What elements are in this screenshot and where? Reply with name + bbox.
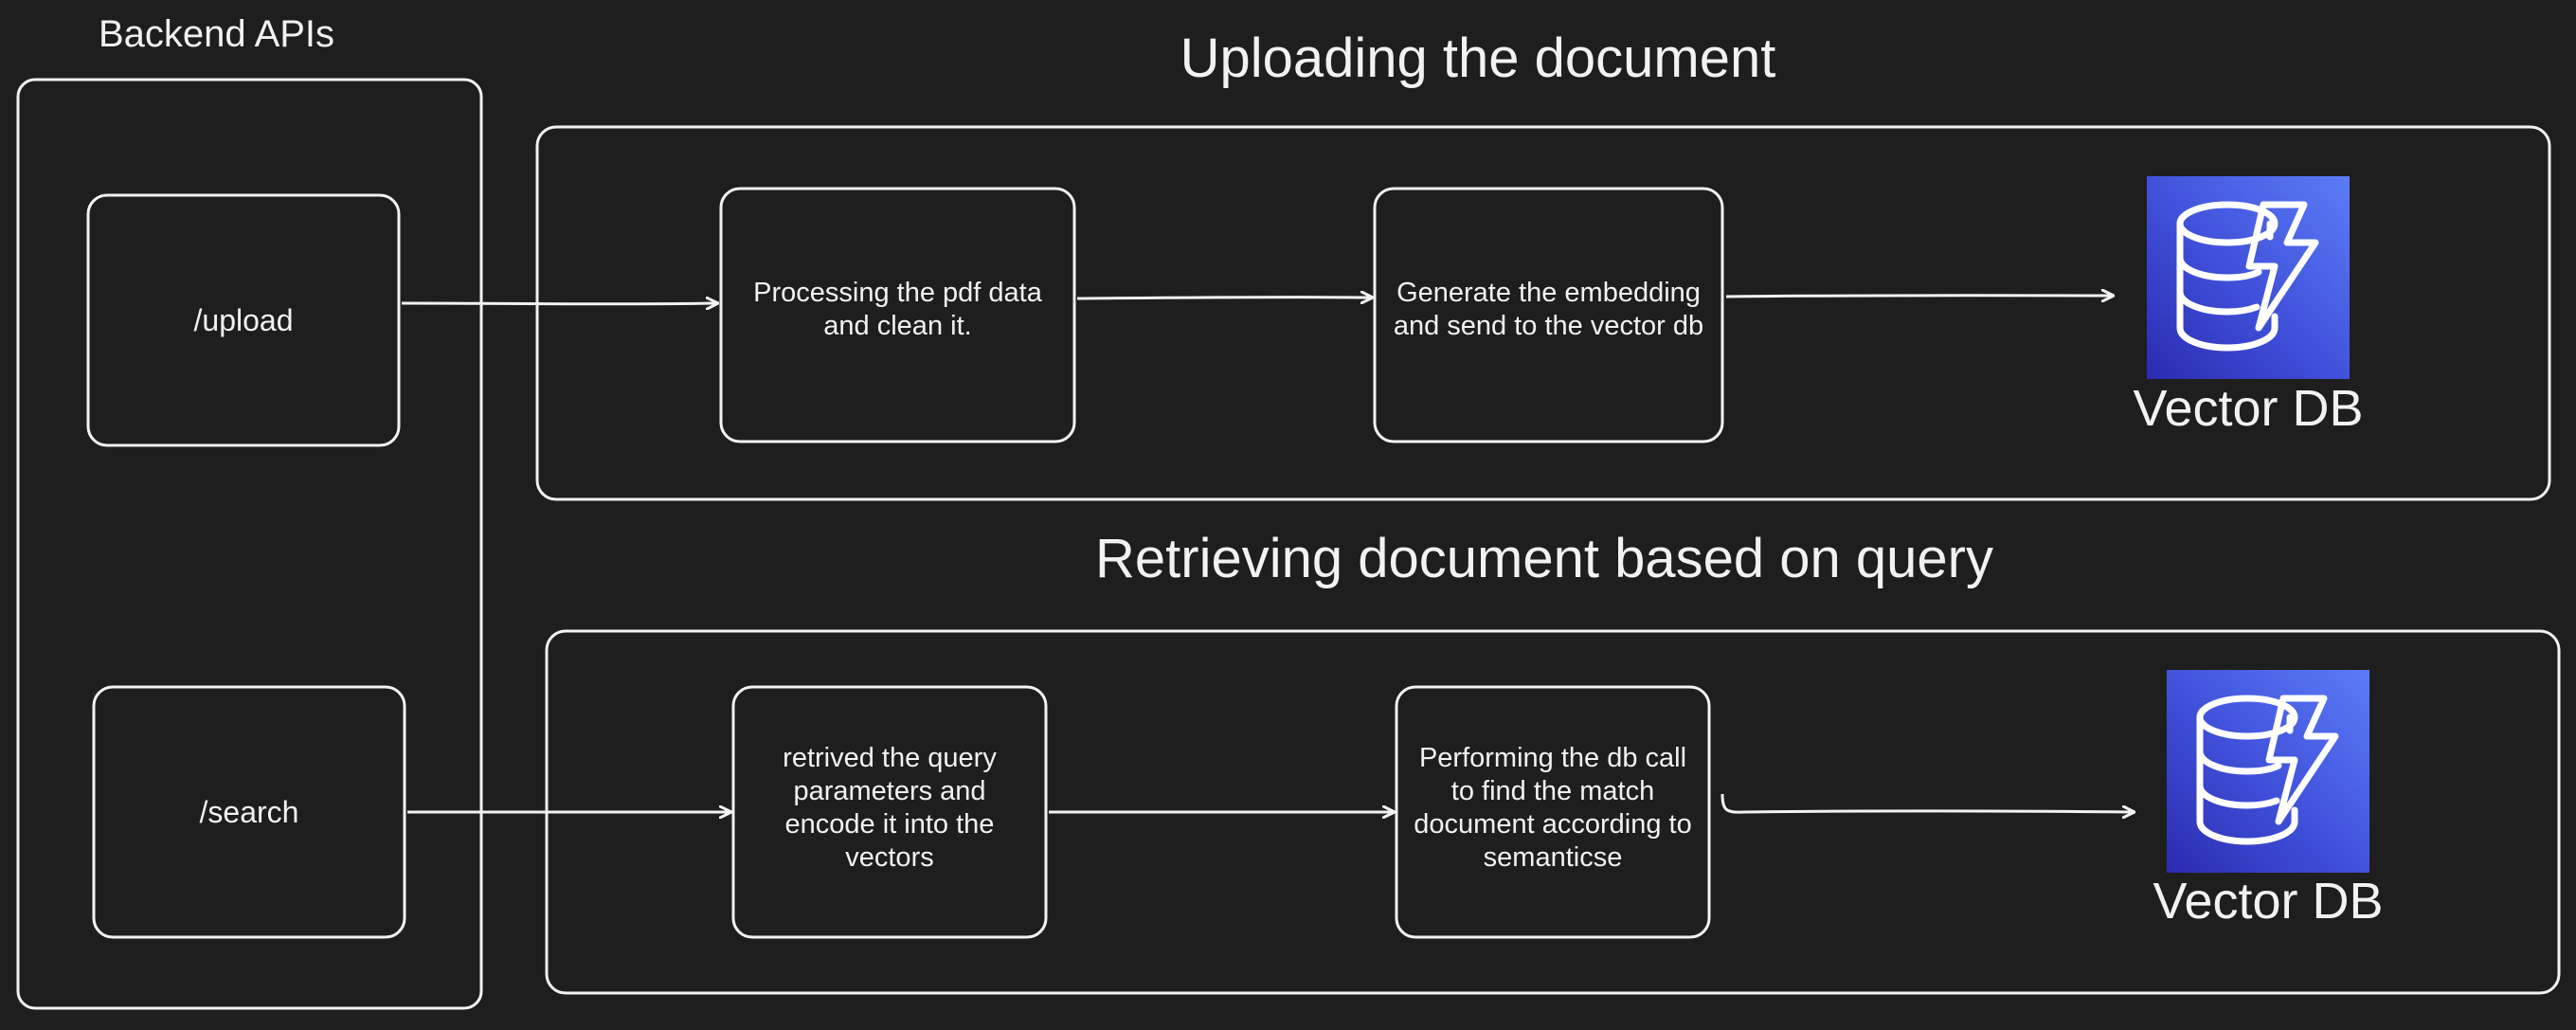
- search-endpoint-box: [92, 685, 406, 939]
- backend-apis-container: [16, 78, 483, 1010]
- search-endpoint-label: /search: [199, 794, 299, 829]
- arrow-upload-step2-to-db: [1725, 296, 2113, 297]
- upload-endpoint-label: /upload: [193, 302, 294, 337]
- upload-vector-db-label: Vector DB: [2133, 380, 2364, 437]
- upload-step-1-box: [719, 187, 1076, 443]
- retrieve-step-1-box: [731, 685, 1048, 939]
- retrieve-flow-title: Retrieving document based on query: [1095, 528, 1993, 589]
- retrieve-vector-db-label: Vector DB: [2153, 873, 2384, 930]
- upload-flow-container: [535, 125, 2551, 501]
- arrow-retrieve-step1-to-step2: [1048, 811, 1394, 812]
- dynamodb-database-icon: [2147, 176, 2350, 379]
- upload-endpoint-box: [86, 193, 401, 447]
- dynamodb-database-icon: [2167, 670, 2369, 873]
- backend-apis-title: Backend APIs: [99, 13, 335, 55]
- upload-step-1-label: Processing the pdf data and clean it.: [753, 278, 1042, 341]
- retrieve-step-2-label: Performing the db call to find the match…: [1414, 743, 1692, 873]
- retrieve-step-2-box: [1395, 685, 1711, 939]
- upload-step-2-label: Generate the embedding and send to the v…: [1393, 278, 1704, 341]
- retrieve-step-1-label: retrived the query parameters and encode…: [783, 743, 997, 873]
- arrow-retrieve-step2-to-db: [1720, 793, 2134, 812]
- upload-step-2-box: [1373, 187, 1724, 443]
- upload-flow-title: Uploading the document: [1180, 27, 1776, 89]
- arrow-upload-to-step1: [401, 303, 717, 304]
